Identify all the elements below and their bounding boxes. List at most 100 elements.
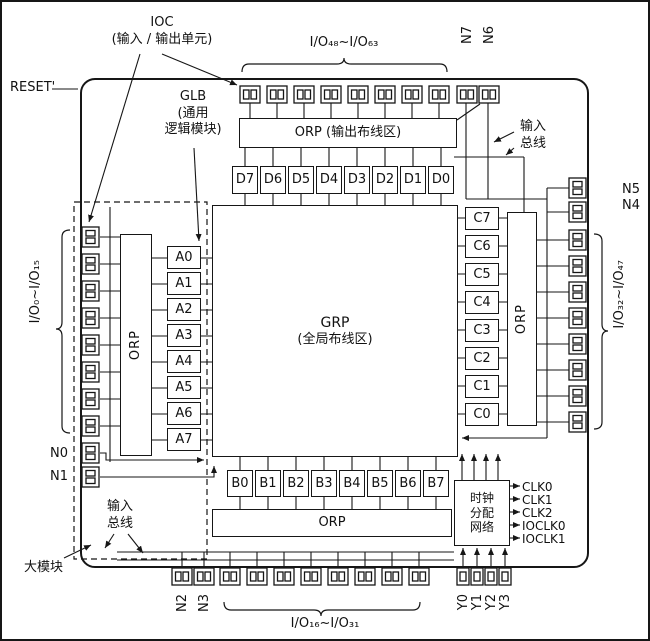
grp-title: GRP — [320, 314, 350, 331]
glb-block-c5: C5 — [465, 263, 499, 286]
glb-block-a4: A4 — [167, 350, 201, 373]
n6-label: N6 — [482, 26, 497, 44]
orp-right-box: ORP — [507, 212, 537, 426]
glb-block-a0: A0 — [167, 246, 201, 269]
io-cell — [81, 334, 100, 356]
io-cell — [219, 567, 241, 586]
ioc-pointer-left — [88, 53, 141, 223]
io-cell-n5 — [568, 177, 587, 199]
io-bottom-range-label: I/O₁₆~I/O₃₁ — [290, 616, 360, 631]
clock-network-box: 时钟 分配 网络 — [454, 480, 510, 546]
io-cell — [300, 567, 322, 586]
n1-label: N1 — [50, 469, 68, 484]
orp-bottom-label: ORP — [318, 515, 346, 531]
connection-lines — [52, 88, 569, 568]
io-cell-n0 — [81, 442, 100, 464]
glb-block-b3: B3 — [311, 470, 337, 497]
io-left-range-label: I/O₀~I/O₁₅ — [28, 260, 43, 324]
io-cell — [568, 307, 587, 329]
chip-outline — [80, 78, 589, 568]
io-cell — [81, 307, 100, 329]
glb-block-a6: A6 — [167, 402, 201, 425]
input-bus-bottom-line2: 总线 — [106, 515, 133, 531]
clk0-label: CLK0 — [522, 480, 553, 494]
io-cell — [81, 415, 100, 437]
ioc-pointer-top — [161, 53, 238, 86]
y2-label: Y2 — [484, 594, 499, 611]
io-cell — [381, 567, 403, 586]
glb-block-b4: B4 — [339, 470, 365, 497]
io-cell-n2 — [171, 567, 193, 586]
io-cell — [81, 361, 100, 383]
orp-left-box: ORP — [120, 234, 152, 456]
glb-block-a3: A3 — [167, 324, 201, 347]
grp-box: GRP (全局布线区) — [212, 205, 458, 457]
diagram-arrows — [63, 53, 547, 568]
orp-left-label: ORP — [128, 329, 144, 361]
orp-top-box: ORP (输出布线区) — [239, 118, 457, 148]
io-cell — [81, 388, 100, 410]
input-bus-top-pointer-1 — [493, 131, 515, 143]
io-cell — [354, 567, 376, 586]
glb-block-c7: C7 — [465, 207, 499, 230]
io-right-brace — [593, 233, 609, 430]
glb-label: GLB (通用 逻辑模块) — [151, 89, 235, 139]
glb-block-d4: D4 — [316, 166, 342, 194]
clock-box-line2: 分配 — [469, 505, 494, 520]
megablock-label: 大模块 — [24, 560, 64, 575]
io-cell — [293, 85, 315, 104]
y0-label: Y0 — [456, 594, 471, 611]
input-bus-bottom-pointer-1 — [104, 533, 115, 549]
io-cell — [239, 85, 261, 104]
io-cell — [347, 85, 369, 104]
glb-block-d2: D2 — [372, 166, 398, 194]
input-bus-bottom-pointer-2 — [127, 533, 144, 554]
input-bus-top-pointer-2 — [505, 147, 515, 156]
megablock-dashed-border — [73, 201, 208, 560]
glb-block-d3: D3 — [344, 166, 370, 194]
n0-line — [100, 452, 204, 463]
input-bus-top-label: 输入 总线 — [513, 119, 553, 152]
input-bus-top-line1: 输入 — [519, 119, 546, 134]
io-cell — [374, 85, 396, 104]
n5-label: N5 — [622, 182, 640, 197]
io-top-range-label: I/O₄₈~I/O₆₃ — [309, 35, 379, 50]
glb-pointer — [193, 147, 202, 242]
glb-label-line3: 逻辑模块) — [164, 122, 222, 138]
glb-block-d0: D0 — [428, 166, 454, 194]
n1-line — [100, 466, 217, 478]
io-cell — [568, 229, 587, 251]
orp-bottom-box: ORP — [212, 509, 452, 537]
io-cell-n4 — [568, 201, 587, 223]
io-cell — [568, 333, 587, 355]
glb-block-c4: C4 — [465, 291, 499, 314]
io-left-brace — [55, 229, 71, 434]
y3-label: Y3 — [498, 594, 513, 611]
glb-block-c0: C0 — [465, 403, 499, 426]
clock-box-line3: 网络 — [469, 520, 494, 535]
io-right-range-label: I/O₃₂~I/O₄₇ — [612, 260, 627, 329]
io-bottom-brace — [223, 601, 421, 617]
glb-block-d5: D5 — [288, 166, 314, 194]
io-cell — [568, 255, 587, 277]
glb-label-line1: GLB — [179, 89, 207, 104]
orp-right-label: ORP — [514, 303, 530, 335]
n2-label: N2 — [175, 594, 190, 612]
ioclk1-label: IOCLK1 — [522, 532, 566, 546]
io-cell — [81, 226, 100, 248]
io-cell — [401, 85, 423, 104]
orp-top-label: ORP (输出布线区) — [294, 125, 402, 141]
glb-block-b0: B0 — [227, 470, 253, 497]
io-cell-n7 — [456, 85, 478, 104]
io-cell-y1 — [470, 567, 484, 586]
megablock-pointer — [63, 544, 92, 559]
glb-block-c6: C6 — [465, 235, 499, 258]
clk1-label: CLK1 — [522, 493, 553, 507]
io-cell — [327, 567, 349, 586]
io-cell — [568, 385, 587, 407]
clock-box-line1: 时钟 — [469, 491, 494, 506]
glb-block-d1: D1 — [400, 166, 426, 194]
ioc-label: IOC (输入 / 输出单元) — [97, 15, 227, 48]
